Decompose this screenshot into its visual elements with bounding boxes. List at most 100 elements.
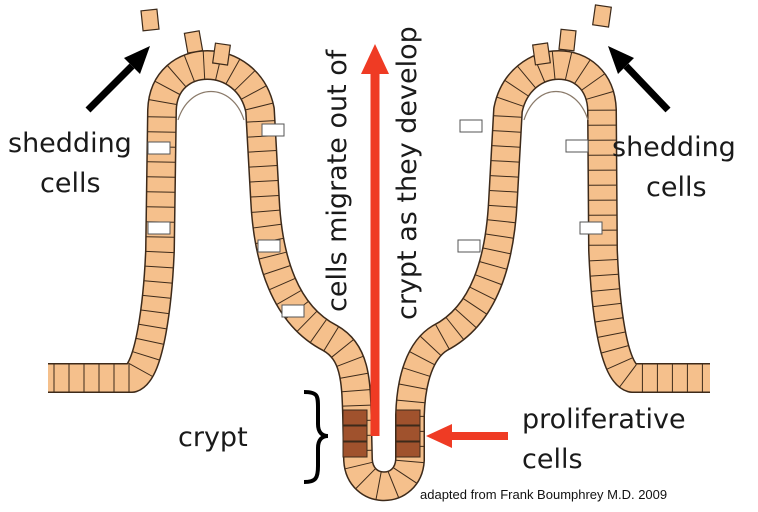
migration-label-line2: crypt as they develop bbox=[392, 26, 423, 320]
cell-boundary bbox=[589, 259, 618, 262]
cell-boundary bbox=[127, 362, 153, 377]
cell-boundary bbox=[341, 389, 370, 393]
cell-boundary bbox=[225, 59, 241, 85]
cell-boundary bbox=[269, 277, 296, 291]
cell-boundary bbox=[249, 165, 278, 168]
goblet-cell bbox=[565, 139, 589, 153]
shedding-label-left-line2: cells bbox=[40, 168, 101, 199]
cell-boundary bbox=[355, 468, 376, 489]
cell-boundary bbox=[136, 337, 164, 345]
cell-boundary bbox=[251, 209, 280, 213]
cell-boundary bbox=[419, 335, 442, 356]
cell-boundary bbox=[167, 65, 187, 88]
cell-boundary bbox=[517, 65, 536, 89]
cell-boundary bbox=[489, 190, 518, 193]
cell-boundary bbox=[435, 324, 450, 350]
cell-boundary bbox=[336, 355, 364, 367]
cell-boundary bbox=[619, 364, 637, 388]
cell-boundary bbox=[479, 261, 507, 270]
cell-boundary bbox=[593, 302, 622, 308]
goblet-cell bbox=[457, 239, 481, 253]
cell-boundary bbox=[263, 265, 291, 275]
shed-cell bbox=[140, 8, 160, 32]
cell-boundary bbox=[564, 52, 573, 80]
cell-boundary bbox=[597, 331, 626, 338]
cell-boundary bbox=[276, 290, 302, 305]
cell-boundary bbox=[248, 150, 277, 153]
cell-boundary bbox=[154, 80, 181, 95]
cell-boundary bbox=[145, 250, 174, 254]
cell-boundary bbox=[245, 102, 273, 111]
shed-cell bbox=[211, 42, 231, 66]
cell-boundary bbox=[132, 351, 160, 361]
proliferative-cell bbox=[395, 425, 421, 442]
cell-boundary bbox=[148, 99, 177, 105]
proliferative-arrowhead bbox=[426, 424, 452, 448]
proliferative-cells bbox=[342, 409, 421, 458]
cell-boundary bbox=[574, 59, 591, 84]
cell-boundary bbox=[183, 55, 195, 82]
cell-boundary bbox=[488, 204, 517, 208]
shedding-arrowhead-left bbox=[124, 46, 150, 74]
goblet-cell bbox=[579, 221, 603, 235]
goblet-cell bbox=[281, 304, 305, 318]
shedding-arrow-right bbox=[623, 63, 671, 113]
cell-boundary bbox=[142, 294, 171, 299]
lumen-line-right bbox=[523, 91, 589, 121]
cell-boundary bbox=[493, 115, 522, 118]
cell-boundary bbox=[490, 175, 519, 178]
credit-text: adapted from Frank Boumphrey M.D. 2009 bbox=[420, 487, 667, 502]
cell-boundary bbox=[396, 399, 425, 404]
cell-boundary bbox=[475, 274, 502, 286]
shed-cells bbox=[140, 4, 612, 66]
proliferative-label-line2: cells bbox=[522, 444, 583, 475]
proliferative-cell bbox=[342, 441, 368, 458]
cell-boundary bbox=[399, 383, 427, 390]
cell-boundary bbox=[234, 70, 256, 91]
cell-boundary bbox=[340, 372, 368, 379]
goblet-cell bbox=[257, 239, 281, 253]
cell-boundary bbox=[491, 160, 520, 163]
cell-boundary bbox=[487, 219, 516, 224]
crypt-label: crypt bbox=[178, 422, 248, 453]
proliferative-label: proliferative bbox=[522, 404, 686, 435]
cell-boundary bbox=[492, 130, 521, 133]
shedding-arrow-left bbox=[85, 63, 135, 113]
goblet-cell bbox=[147, 141, 171, 155]
cell-boundary bbox=[387, 471, 400, 498]
shedding-arrows bbox=[85, 46, 671, 113]
cell-boundary bbox=[504, 80, 529, 97]
shed-cell bbox=[558, 28, 577, 52]
cell-boundary bbox=[482, 247, 511, 255]
proliferative-cell bbox=[395, 409, 421, 426]
shed-cell bbox=[592, 4, 612, 28]
cell-boundary bbox=[491, 145, 521, 148]
proliferative-cell bbox=[395, 441, 421, 458]
goblet-cells bbox=[147, 119, 603, 318]
cell-boundary bbox=[601, 345, 629, 354]
cell-boundary bbox=[331, 339, 354, 358]
cell-boundary bbox=[259, 251, 287, 260]
cell-boundary bbox=[595, 317, 623, 323]
goblet-cell bbox=[261, 123, 285, 137]
cell-boundary bbox=[140, 309, 169, 315]
shedding-label-right: shedding bbox=[612, 132, 736, 163]
cell-boundary bbox=[445, 317, 464, 340]
migration-label-line1: cells migrate out of bbox=[322, 48, 353, 312]
cell-boundary bbox=[202, 51, 206, 80]
crypt-brace bbox=[303, 390, 329, 484]
proliferative-arrow bbox=[426, 424, 508, 448]
cell-boundary bbox=[591, 288, 620, 292]
cell-boundary bbox=[581, 73, 605, 91]
cell-boundary bbox=[323, 326, 340, 351]
proliferative-cell bbox=[342, 425, 368, 442]
epithelium-layer bbox=[48, 50, 710, 502]
cell-boundary bbox=[145, 265, 174, 269]
goblet-cell bbox=[459, 119, 483, 133]
cell-boundary bbox=[344, 461, 373, 470]
shedding-label-left: shedding bbox=[8, 128, 132, 159]
cell-boundary bbox=[253, 223, 282, 229]
cell-boundary bbox=[485, 233, 514, 239]
cell-boundary bbox=[463, 298, 487, 315]
cell-boundary bbox=[309, 319, 327, 343]
